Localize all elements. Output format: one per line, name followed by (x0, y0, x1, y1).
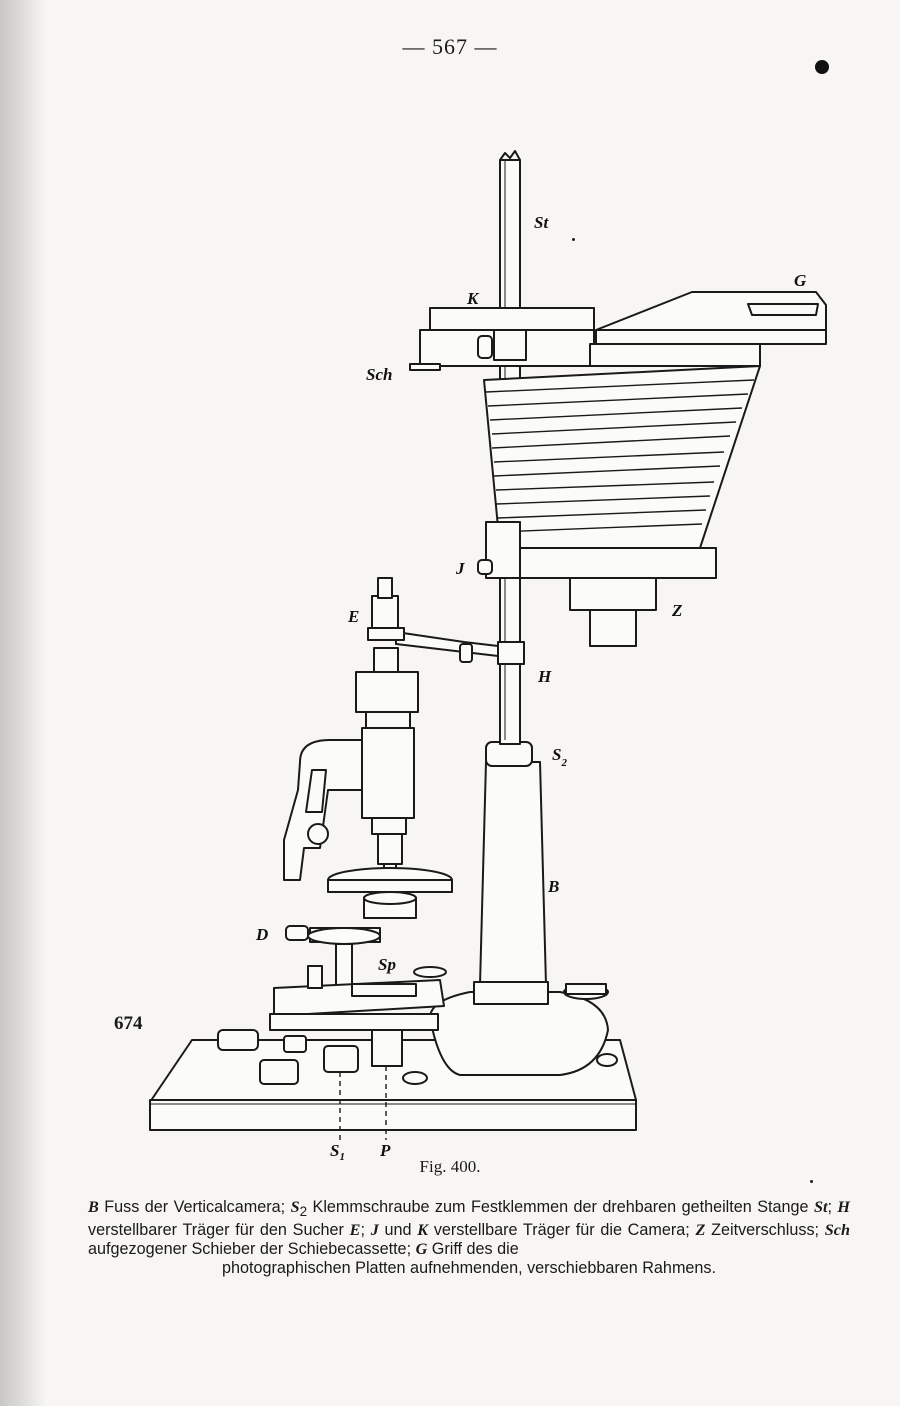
label-d: D (255, 925, 268, 944)
camera-top-frame (409, 291, 827, 371)
label-p: P (379, 1141, 391, 1160)
side-number: 674 (114, 1013, 143, 1034)
microscope (217, 647, 453, 1085)
page-number: — 567 — (402, 34, 498, 59)
label-e: E (347, 607, 359, 626)
label-s1: S1 (330, 1141, 345, 1163)
label-j: J (455, 559, 465, 578)
figure-legend: B Fuss der Verticalcamera; S2 Klemmschra… (88, 1198, 850, 1278)
label-sp: Sp (378, 955, 396, 974)
camera-bottom-frame (477, 521, 717, 647)
label-sch: Sch (366, 365, 392, 384)
camera-bellows (483, 365, 761, 549)
label-g: G (794, 271, 807, 290)
label-st: St (534, 213, 549, 232)
ink-blot (815, 60, 829, 74)
legend-last-line: photographischen Platten aufnehmenden, v… (221, 1259, 717, 1278)
label-z: Z (671, 601, 682, 620)
leader-lines (339, 1066, 387, 1140)
page-gutter-shadow (0, 0, 46, 1406)
speck (572, 238, 575, 241)
label-b: B (547, 877, 559, 896)
camera-foot (402, 741, 618, 1085)
label-h: H (537, 667, 552, 686)
figure-caption: Fig. 400. (419, 1157, 481, 1176)
label-k: K (466, 289, 480, 308)
label-s2: S2 (552, 745, 567, 769)
speck (810, 1180, 813, 1183)
finder-assembly (367, 577, 525, 665)
